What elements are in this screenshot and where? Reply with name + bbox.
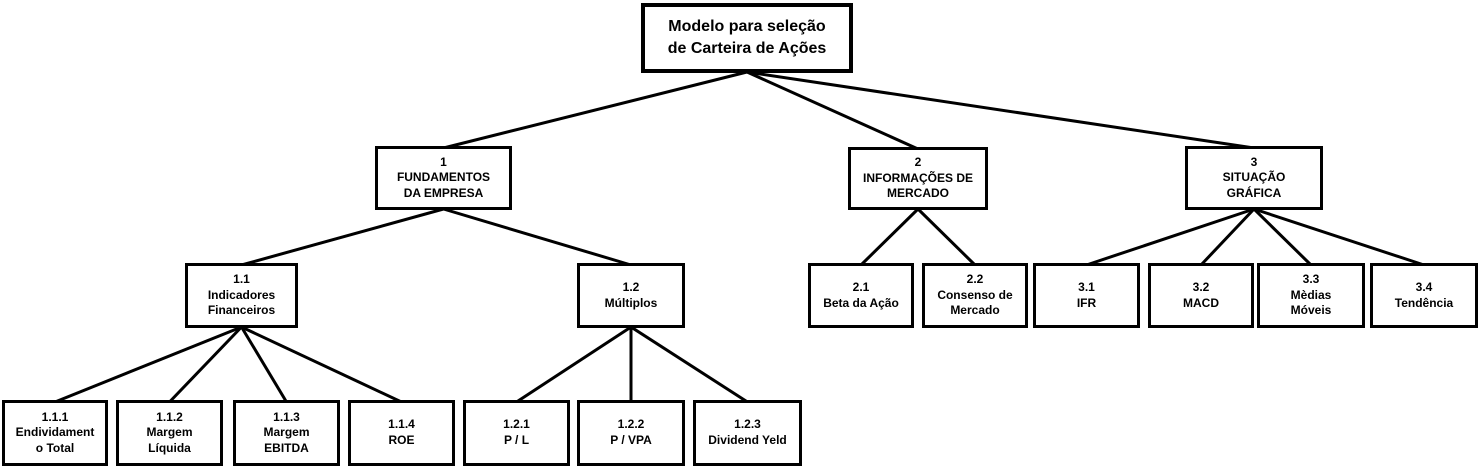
tree-node-root: Modelo para seleção de Carteira de Ações — [641, 3, 853, 73]
node-label-line: DA EMPRESA — [403, 185, 484, 200]
node-label-line: 1.2.3 — [734, 417, 761, 432]
node-label-line: 1.1.3 — [273, 409, 300, 424]
node-label-line: 1.1 — [233, 272, 250, 287]
node-label-line: Mèdias — [1290, 287, 1332, 302]
node-label-line: 3 — [1250, 154, 1258, 169]
node-label-line: Modelo para seleção — [668, 18, 826, 36]
node-label-line: Múltiplos — [604, 295, 658, 310]
edge-n11-n111 — [54, 325, 243, 404]
node-label-line: 3.2 — [1192, 279, 1210, 294]
node-label-line: Indicadores — [207, 287, 276, 302]
node-label-line: 1.1.2 — [156, 409, 183, 424]
edge-root-n2 — [746, 70, 919, 151]
node-label-line: 2 — [914, 155, 922, 170]
node-label-line: 2.2 — [966, 272, 984, 287]
node-label-line: 1 — [440, 154, 447, 169]
node-label-line: Financeiros — [207, 303, 276, 318]
node-label-line: o Total — [35, 440, 75, 455]
node-label-line: Mercado — [950, 303, 1000, 318]
node-label-line: Margem — [263, 425, 310, 440]
node-label-line: 3.3 — [1302, 272, 1320, 287]
node-label-line: SITUAÇÃO — [1222, 170, 1286, 185]
node-label-line: Líquida — [148, 440, 191, 455]
edge-n11-n114 — [240, 325, 403, 404]
node-label-line: Beta da Ação — [823, 295, 899, 310]
edge-n11-n112 — [168, 325, 243, 404]
edge-n12-n123 — [630, 325, 749, 404]
node-label-line: 1.2.2 — [617, 417, 645, 432]
node-label-line: 1.2.1 — [503, 417, 530, 432]
node-label-line: Dividend Yeld — [708, 433, 787, 447]
node-label-line: 1.1.4 — [388, 417, 415, 432]
node-label-line: Móveis — [1290, 303, 1332, 318]
edge-n1-n12 — [443, 207, 632, 267]
node-label-line: Margem — [146, 425, 193, 440]
node-label-line: MERCADO — [887, 186, 949, 201]
node-label-line: Consenso de — [937, 287, 1013, 302]
edge-n1-n11 — [241, 207, 444, 267]
node-label-line: 2.1 — [852, 279, 870, 294]
node-label-line: GRÁFICA — [1226, 185, 1282, 200]
node-label-line: de Carteira de Ações — [667, 40, 827, 57]
node-label-line: Tendência — [1394, 295, 1454, 310]
edge-root-n3 — [746, 70, 1255, 150]
edge-n3-n31 — [1086, 207, 1255, 267]
node-label-line: EBITDA — [264, 440, 309, 455]
node-label-line: Endividament — [15, 425, 95, 440]
node-label-line: MACD — [1183, 295, 1219, 310]
node-label-line: IFR — [1076, 295, 1097, 310]
edge-n3-n33 — [1252, 207, 1313, 267]
edge-n3-n34 — [1253, 207, 1425, 267]
edge-n2-n22 — [916, 207, 977, 267]
node-label-line: P / L — [503, 433, 530, 447]
edge-n12-n121 — [515, 325, 632, 404]
node-label-line: 3.4 — [1415, 279, 1433, 294]
node-label-line: ROE — [388, 433, 415, 447]
node-label-line: 1.1.1 — [41, 409, 69, 424]
node-label-line: 3.1 — [1078, 279, 1095, 294]
edge-root-n1 — [443, 70, 748, 150]
node-label-line: P / VPA — [610, 433, 652, 447]
edge-n3-n32 — [1199, 207, 1256, 267]
edge-n11-n113 — [240, 326, 288, 403]
edge-n2-n21 — [859, 207, 920, 267]
node-label-line: 1.2 — [622, 279, 640, 294]
node-label-line: FUNDAMENTOS — [396, 170, 491, 185]
node-label-line: INFORMAÇÕES DE — [862, 170, 973, 185]
